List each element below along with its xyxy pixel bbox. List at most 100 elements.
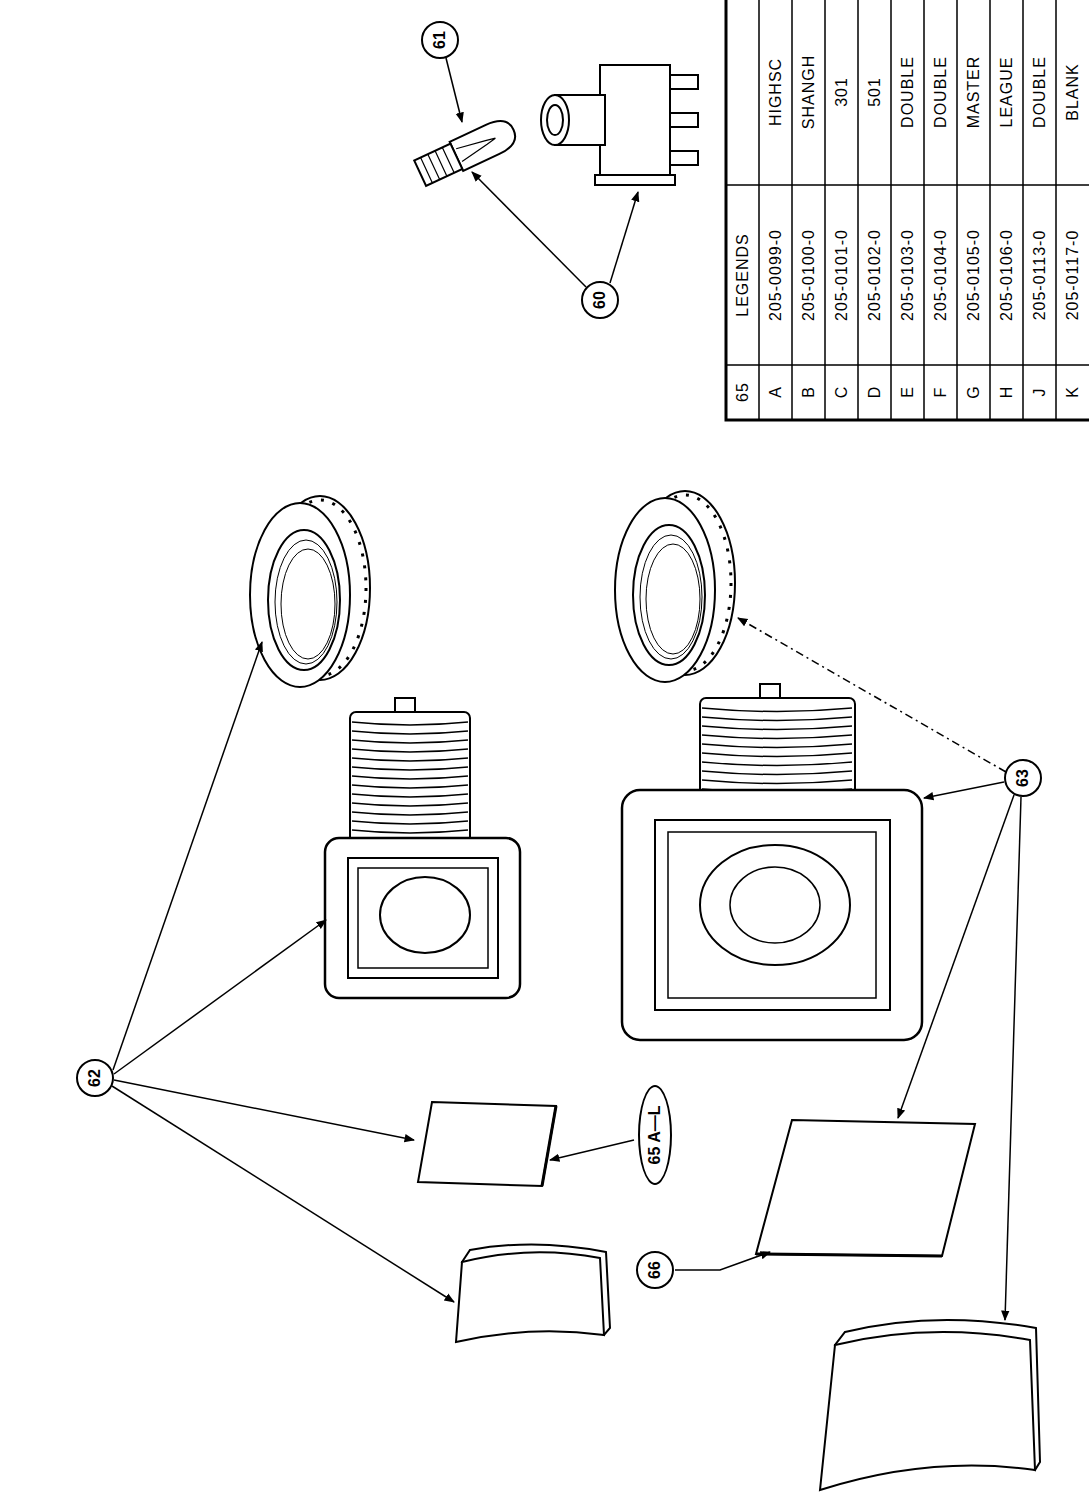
switch-housing <box>622 684 922 1040</box>
lamp-socket <box>547 105 563 135</box>
switch-housing <box>358 868 488 968</box>
table-cell: 205-0099-0 <box>767 229 785 321</box>
leader-line <box>472 172 586 287</box>
leader-line <box>446 58 462 122</box>
table-cell: DOUBLE <box>932 56 950 128</box>
legend-table-grid <box>726 185 1089 365</box>
callout-text-holder: 63 <box>1014 769 1032 787</box>
switch-housing <box>380 877 470 953</box>
table-cell: SHANGH <box>800 55 818 129</box>
leader-line <box>113 642 262 1070</box>
table-cell: DOUBLE <box>899 56 917 128</box>
legend-plate <box>418 1102 556 1186</box>
lamp-socket <box>595 175 675 185</box>
lock-ring <box>615 491 735 682</box>
callout-label: 60 <box>591 291 609 309</box>
table-cell: 205-0106-0 <box>998 229 1016 321</box>
callout-oval: 65 A—L <box>638 1085 672 1185</box>
callout-text-holder: 66 <box>646 1261 664 1279</box>
lamp-socket <box>670 151 698 165</box>
wedge-bulb <box>456 132 498 162</box>
switch-housing <box>622 790 922 1040</box>
table-cell: D <box>866 386 884 399</box>
wedge-bulb <box>421 147 455 183</box>
lock-ring <box>281 549 335 659</box>
table-cell: HIGHSC <box>767 58 785 126</box>
legend-table-grid <box>759 0 1056 420</box>
wedge-bulb <box>413 115 520 188</box>
table-cell: MASTER <box>965 56 983 129</box>
callout-number: 60 <box>581 281 619 319</box>
callout-number: 62 <box>76 1059 114 1097</box>
switch-housing <box>350 712 470 845</box>
legend-table-grid <box>726 0 1089 420</box>
leader-line <box>675 1252 770 1270</box>
lens-cap <box>456 1252 604 1342</box>
legend-table-grid <box>726 0 1089 420</box>
leader-line <box>924 782 1004 798</box>
callout-text-holder: 60 <box>591 291 609 309</box>
table-cell: 205-0100-0 <box>800 229 818 321</box>
lock-ring <box>646 544 700 654</box>
table-cell: LEAGUE <box>998 57 1016 128</box>
lamp-socket <box>670 75 698 89</box>
callout-text-holder: 61 <box>431 31 449 49</box>
switch-housing <box>655 820 890 1010</box>
table-cell: 501 <box>866 77 884 107</box>
callout-label: 63 <box>1014 769 1032 787</box>
table-cell: E <box>899 386 917 398</box>
table-cell: DOUBLE <box>1031 56 1049 128</box>
leader-line <box>610 192 638 283</box>
lock-ring <box>250 496 370 687</box>
switch-housing <box>352 722 468 833</box>
switch-housing <box>700 845 850 965</box>
leader-line <box>550 1140 634 1160</box>
switch-housing <box>730 867 820 943</box>
table-cell: A <box>767 386 785 398</box>
table-cell: K <box>1064 386 1082 398</box>
table-cell: J <box>1031 388 1049 397</box>
switch-housing <box>325 698 520 998</box>
table-cell: B <box>800 386 818 398</box>
legend-plate <box>756 1120 975 1256</box>
leader-line <box>1005 797 1021 1320</box>
callout-label: 62 <box>86 1069 104 1087</box>
callout-text-holder: 65 A—L <box>646 1106 664 1165</box>
wedge-bulb <box>414 144 462 186</box>
lamp-socket <box>600 65 670 175</box>
switch-housing <box>668 832 876 998</box>
table-cell: 205-0102-0 <box>866 229 884 321</box>
callout-label: 65 A—L <box>646 1106 664 1165</box>
lock-ring <box>615 498 715 682</box>
callout-label: 66 <box>646 1261 664 1279</box>
table-cell: 205-0103-0 <box>899 229 917 321</box>
callout-label: 61 <box>431 31 449 49</box>
leader-line <box>114 1080 414 1140</box>
lens-cap <box>820 1332 1035 1490</box>
table-cell: 205-0117-0 <box>1064 230 1082 321</box>
leader-line <box>114 920 326 1074</box>
table-cell: 205-0101-0 <box>833 229 851 321</box>
table-cell: 301 <box>833 77 851 107</box>
table-cell: H <box>998 386 1016 399</box>
table-cell: 205-0104-0 <box>932 229 950 321</box>
callout-text-holder: 62 <box>86 1069 104 1087</box>
table-cell: LEGENDS <box>734 233 752 316</box>
leader-line <box>898 795 1014 1118</box>
table-cell: F <box>932 387 950 398</box>
callout-number: 63 <box>1004 759 1042 797</box>
table-cell: C <box>833 386 851 399</box>
leader-line <box>738 618 1006 772</box>
table-cell: 205-0113-0 <box>1031 230 1049 321</box>
lock-ring <box>640 535 702 659</box>
callout-number: 66 <box>636 1251 674 1289</box>
switch-housing <box>348 858 498 978</box>
legend-plate <box>418 1102 556 1186</box>
table-cell: 65 <box>734 382 752 402</box>
leader-line <box>112 58 1021 1320</box>
lamp-socket <box>541 95 569 145</box>
lamp-socket <box>541 65 698 185</box>
